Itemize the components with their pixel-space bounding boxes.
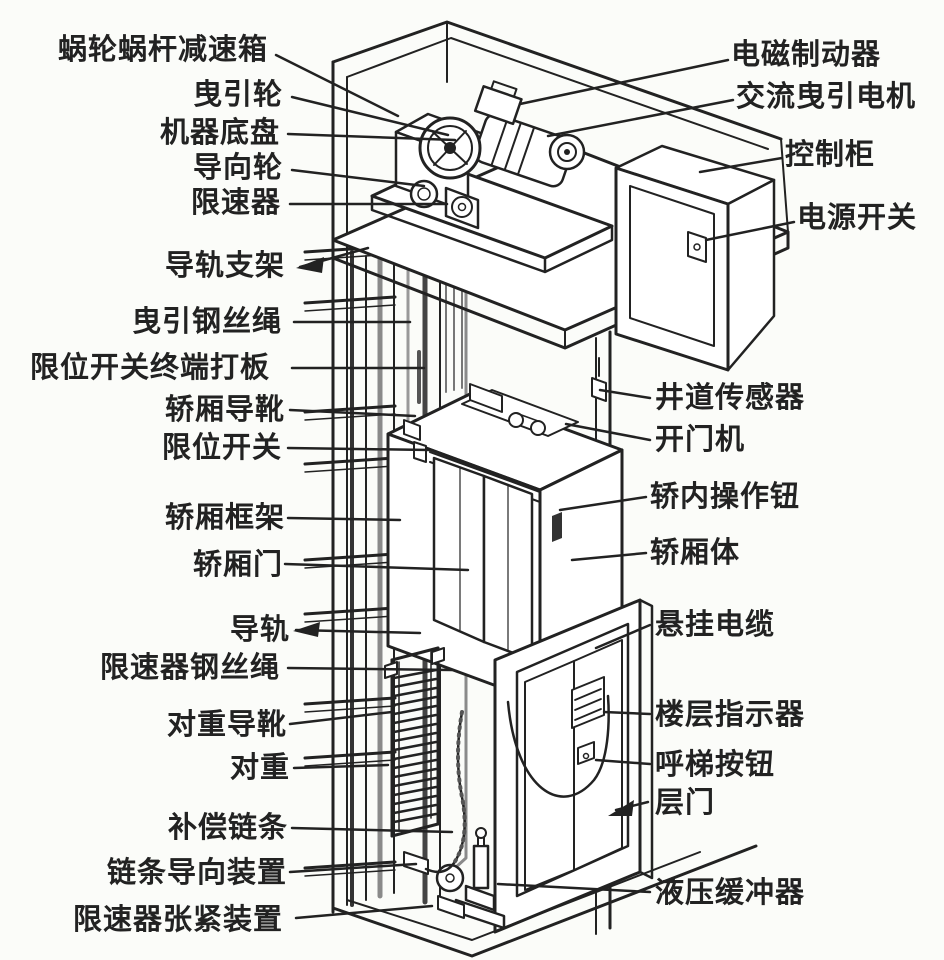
label-governor-wire-rope: 限速器钢丝绳 [99,652,280,684]
control-cabinet-part [614,144,776,372]
label-door-operator: 开门机 [655,424,746,456]
label-chain-guide-device: 链条导向装置 [106,857,287,889]
label-worm-gear-reducer: 蜗轮蜗杆减速箱 [57,34,268,66]
cables [424,694,610,874]
label-landing-door: 层门 [655,787,716,819]
label-guide-rail-bracket: 导轨支架 [164,250,285,282]
label-hydraulic-buffer: 液压缓冲器 [655,877,806,909]
label-deflector-wheel: 导向轮 [192,152,283,184]
label-floor-indicator: 楼层指示器 [655,699,806,731]
label-control-cabinet: 控制柜 [785,139,876,171]
label-limit-switch: 限位开关 [161,432,282,464]
label-car-body: 轿厢体 [650,537,741,569]
label-limit-switch-cam-plate: 限位开关终端打板 [29,352,270,384]
leader-lines [274,53,796,920]
label-car-frame: 轿厢框架 [164,502,285,534]
label-car-door: 轿厢门 [192,549,283,581]
pit-part [331,827,758,958]
landing-door-part [493,598,654,934]
label-compensation-chain: 补偿链条 [167,812,288,844]
label-counterweight: 对重 [229,752,290,784]
label-traction-sheave: 曳引轮 [192,79,283,111]
car-part [386,350,624,704]
label-electromagnetic-brake: 电磁制动器 [731,39,882,71]
hoistway-sensor-part [591,357,607,402]
label-hall-call-button: 呼梯按钮 [655,749,776,781]
counterweight-part [384,646,445,838]
traction-machine [370,80,614,274]
label-traction-wire-rope: 曳引钢丝绳 [131,306,282,338]
label-machine-chassis: 机器底盘 [159,117,280,149]
label-ac-traction-motor: 交流曳引电机 [736,81,917,113]
label-hoistway-sensor: 井道传感器 [655,382,806,414]
label-car-guide-shoe: 轿厢导靴 [164,394,285,426]
label-counterweight-guide-shoe: 对重导靴 [166,709,287,741]
label-car-operating-buttons: 轿内操作钮 [650,481,801,513]
leader-arrowheads [293,257,634,816]
label-guide-rail: 导轨 [229,614,290,646]
label-suspension-cable: 悬挂电缆 [655,609,776,641]
label-speed-governor: 限速器 [190,187,281,219]
label-governor-tension-device: 限速器张紧装置 [72,904,283,936]
label-power-switch: 电源开关 [797,202,918,234]
